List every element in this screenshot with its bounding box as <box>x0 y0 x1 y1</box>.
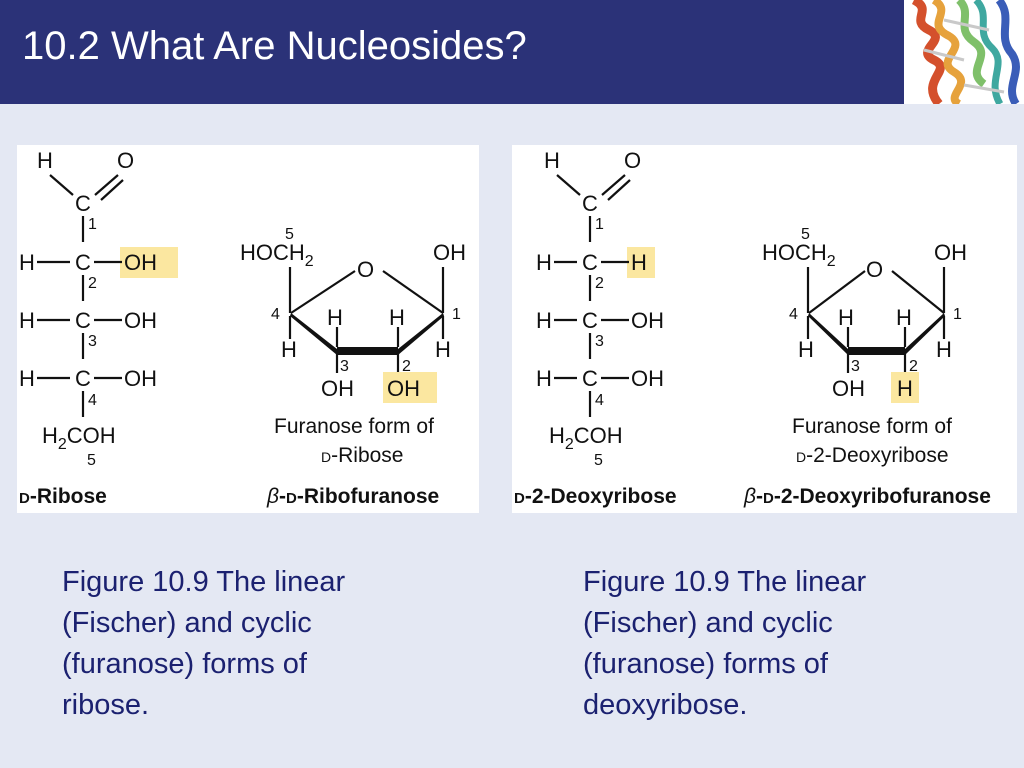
deoxyribose-c3-oh: OH <box>631 308 664 333</box>
deoxyribose-ring-number-4: 4 <box>789 306 798 323</box>
ribose-carbon-number-5: 5 <box>87 452 96 469</box>
deoxyribose-ring-c2-h-highlight <box>891 372 919 403</box>
ribose-ring-number-2: 2 <box>402 358 411 375</box>
deoxyribose-ring-hoch2: HOCH2 <box>762 240 836 270</box>
deoxyribose-carbon-number-4: 4 <box>595 392 604 409</box>
deoxyribose-ring-c2-h: H <box>897 376 913 401</box>
ribose-c4-oh: OH <box>124 366 157 391</box>
caption-line: (furanose) forms of <box>62 648 307 680</box>
deoxyribose-structures-svg: H O C 1 H C H 2 H C OH 3 H C <box>514 148 991 508</box>
ribose-c2-oh: OH <box>124 250 157 275</box>
ribose-c2-label: C <box>75 250 91 275</box>
ribose-ring-number-3: 3 <box>340 358 349 375</box>
ribose-linear-label: D-Ribose <box>19 485 107 508</box>
title-bar: 10.2 What Are Nucleosides? <box>0 0 1024 104</box>
figure-caption-deoxyribose: Figure 10.9 The linear (Fischer) and cyc… <box>583 562 963 726</box>
protein-ribbon-image <box>904 0 1024 104</box>
deoxyribose-carbon-number-2: 2 <box>595 275 604 292</box>
ribose-ring-number-5: 5 <box>285 226 294 243</box>
deoxyribose-ring-caption-line1: Furanose form of <box>792 415 952 438</box>
ribose-ring-caption-line2: D-Ribose <box>321 444 404 467</box>
ribose-ring-c1-oh: OH <box>433 240 466 265</box>
deoxyribose-c2-label: C <box>582 250 598 275</box>
deoxyribose-ring-c4-h: H <box>798 337 814 362</box>
ribose-carbon-number-4: 4 <box>88 392 97 409</box>
deoxyribose-ring-oxygen: O <box>866 257 883 282</box>
deoxyribose-ring-number-2: 2 <box>909 358 918 375</box>
ribose-carbon-number-3: 3 <box>88 333 97 350</box>
caption-line: ribose. <box>62 689 150 721</box>
deoxyribose-c4-oh: OH <box>631 366 664 391</box>
ribose-ring-oxygen: O <box>357 257 374 282</box>
ribose-c3-label: C <box>75 308 91 333</box>
caption-line: (Fischer) and cyclic <box>583 607 833 639</box>
ribose-c2-h: H <box>19 250 35 275</box>
ribose-ring-caption-line1: Furanose form of <box>274 415 434 438</box>
deoxyribose-c2-h-left: H <box>536 250 552 275</box>
ribose-carbon-number-2: 2 <box>88 275 97 292</box>
ribose-ring-c2-h-up: H <box>389 305 405 330</box>
caption-line: deoxyribose. <box>583 689 748 721</box>
deoxyribose-ring-label: β-D-2-Deoxyribofuranose <box>743 485 991 508</box>
ribose-ring-c4-h: H <box>281 337 297 362</box>
deoxyribose-c5-group: H2COH <box>549 423 623 453</box>
ribose-ring-c2-oh: OH <box>387 376 420 401</box>
ribose-ring-label: β-D-Ribofuranose <box>266 485 439 508</box>
ribose-furanose-ring: 5 HOCH2 OH O 4 1 H H H H 3 2 <box>240 226 466 403</box>
ribose-ring-c1-h: H <box>435 337 451 362</box>
caption-line: Figure 10.9 The linear <box>583 566 867 598</box>
caption-line: Figure 10.9 The linear <box>62 566 346 598</box>
deoxyribose-ring-c2-h-up: H <box>896 305 912 330</box>
deoxyribose-c1-label: C <box>582 191 598 216</box>
ribose-structures-svg: H O C 1 H C OH 2 H C OH 3 H C <box>19 148 466 508</box>
deoxyribose-c4-h: H <box>536 366 552 391</box>
ribose-c1-label: C <box>75 191 91 216</box>
ribose-c4-h: H <box>19 366 35 391</box>
figure-caption-ribose: Figure 10.9 The linear (Fischer) and cyc… <box>62 562 442 726</box>
ribose-aldehyde-h: H <box>37 148 53 173</box>
ribose-c3-h: H <box>19 308 35 333</box>
ribose-c5-group: H2COH <box>42 423 116 453</box>
deoxyribose-ring-caption-line2: D-2-Deoxyribose <box>796 444 949 467</box>
ribose-structure-panel: H O C 1 H C OH 2 H C OH 3 H C <box>17 145 479 513</box>
deoxyribose-c4-label: C <box>582 366 598 391</box>
deoxyribose-c3-h: H <box>536 308 552 333</box>
protein-ribbon-graphic <box>904 0 1024 104</box>
deoxyribose-carbon-number-5: 5 <box>594 452 603 469</box>
ribose-ring-c3-oh: OH <box>321 376 354 401</box>
deoxyribose-c2-h-highlight <box>627 247 655 278</box>
caption-line: (furanose) forms of <box>583 648 828 680</box>
ribose-ring-c2-oh-highlight <box>383 372 437 403</box>
caption-line: (Fischer) and cyclic <box>62 607 312 639</box>
deoxyribose-aldehyde-o: O <box>624 148 641 173</box>
deoxyribose-ring-number-3: 3 <box>851 358 860 375</box>
ribose-ring-hoch2: HOCH2 <box>240 240 314 270</box>
deoxyribose-ring-c1-oh: OH <box>934 240 967 265</box>
ribose-aldehyde-o: O <box>117 148 134 173</box>
ribose-ring-number-4: 4 <box>271 306 280 323</box>
deoxyribose-fischer-projection: H O C 1 H C H 2 H C OH 3 H C <box>536 148 664 469</box>
deoxyribose-c3-label: C <box>582 308 598 333</box>
deoxyribose-carbon-number-1: 1 <box>595 216 604 233</box>
deoxyribose-carbon-number-3: 3 <box>595 333 604 350</box>
ribose-ring-number-1: 1 <box>452 306 461 323</box>
deoxyribose-ring-c1-h: H <box>936 337 952 362</box>
slide-title: 10.2 What Are Nucleosides? <box>22 24 527 68</box>
deoxyribose-aldehyde-h: H <box>544 148 560 173</box>
deoxyribose-ring-c3-oh: OH <box>832 376 865 401</box>
deoxyribose-structure-panel: H O C 1 H C H 2 H C OH 3 H C <box>512 145 1017 513</box>
deoxyribose-ring-number-1: 1 <box>953 306 962 323</box>
ribose-c3-oh: OH <box>124 308 157 333</box>
deoxyribose-furanose-ring: 5 HOCH2 OH O 4 1 H H H H 3 2 <box>762 226 967 403</box>
ribose-c4-label: C <box>75 366 91 391</box>
deoxyribose-ring-c3-h-up: H <box>838 305 854 330</box>
deoxyribose-c2-h-right: H <box>631 250 647 275</box>
ribose-carbon-number-1: 1 <box>88 216 97 233</box>
deoxyribose-linear-label: D-2-Deoxyribose <box>514 485 677 508</box>
deoxyribose-ring-number-5: 5 <box>801 226 810 243</box>
ribose-c2-oh-highlight <box>120 247 178 278</box>
ribose-fischer-projection: H O C 1 H C OH 2 H C OH 3 H C <box>19 148 178 469</box>
ribose-ring-c3-h-up: H <box>327 305 343 330</box>
